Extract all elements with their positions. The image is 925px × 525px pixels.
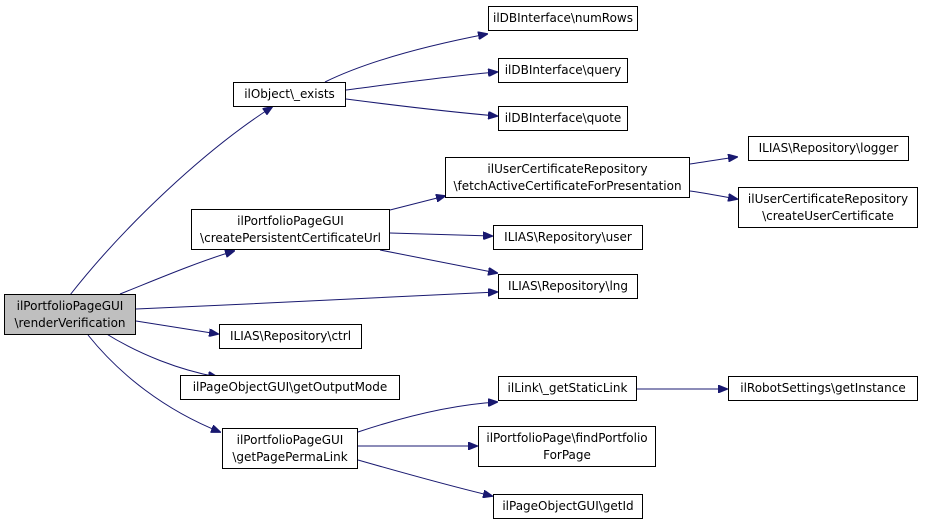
edge-createpersistent-to-fetchactive xyxy=(389,196,445,211)
node-label-line: \renderVerification xyxy=(14,315,126,330)
node-fetch-active-cert[interactable]: ilUserCertificateRepository \fetchActive… xyxy=(445,157,690,198)
node-label-line: ILIAS\Repository\lng xyxy=(507,279,629,293)
node-repo-lng[interactable]: ILIAS\Repository\lng xyxy=(498,274,638,299)
node-label-line: \getPagePermaLink xyxy=(232,449,348,464)
node-label-line: ilObject\_exists xyxy=(244,87,335,101)
node-find-portfolio-for-page[interactable]: ilPortfolioPage\findPortfolio ForPage xyxy=(478,426,656,467)
node-label-line: ilDBInterface\numRows xyxy=(492,11,633,25)
node-repo-ctrl[interactable]: ILIAS\Repository\ctrl xyxy=(219,324,362,349)
edge-createpersistent-to-lng xyxy=(379,249,497,273)
node-db-numrows[interactable]: ilDBInterface\numRows xyxy=(488,6,638,31)
edge-fetchactive-to-createusercert xyxy=(689,190,737,199)
node-label-line: ilPageObjectGUI\getOutputMode xyxy=(192,380,388,394)
edge-fetchactive-to-logger xyxy=(689,157,737,165)
edge-object-exists-to-query xyxy=(345,72,497,91)
edge-renderverification-to-outputmode xyxy=(104,332,217,377)
node-object-exists[interactable]: ilObject\_exists xyxy=(233,82,346,107)
node-label-line: ilUserCertificateRepository xyxy=(747,191,909,206)
node-label-line: ILIAS\Repository\user xyxy=(504,230,632,244)
node-create-user-cert[interactable]: ilUserCertificateRepository \createUserC… xyxy=(738,187,918,228)
edge-object-exists-to-numrows xyxy=(324,34,487,83)
node-label-line: ILIAS\Repository\logger xyxy=(758,141,899,155)
node-label-line: \fetchActiveCertificateForPresentation xyxy=(453,178,682,193)
node-label-line: ilPortfolioPage\findPortfolio xyxy=(486,430,648,445)
node-label-line: ilDBInterface\quote xyxy=(504,111,622,125)
edge-renderverification-to-object-exists xyxy=(69,107,272,296)
node-label-line: ilRobotSettings\getInstance xyxy=(740,381,906,395)
node-get-output-mode[interactable]: ilPageObjectGUI\getOutputMode xyxy=(180,375,400,400)
node-label-line: ilLink\_getStaticLink xyxy=(507,381,628,395)
node-label-line: \createUserCertificate xyxy=(762,208,894,223)
node-label-line: ilPageObjectGUI\getId xyxy=(502,499,634,513)
node-label-line: ilPortfolioPageGUI xyxy=(16,298,124,313)
node-repo-user[interactable]: ILIAS\Repository\user xyxy=(493,225,643,250)
node-label-line: ilDBInterface\query xyxy=(504,63,622,77)
edge-createpersistent-to-user xyxy=(389,233,492,236)
edge-renderverification-to-ctrl xyxy=(135,320,218,334)
node-label-line: ilPortfolioPageGUI xyxy=(236,432,344,447)
edge-permalink-to-staticlink xyxy=(357,402,497,433)
node-get-page-perma-link[interactable]: ilPortfolioPageGUI \getPagePermaLink xyxy=(222,428,358,469)
node-db-quote[interactable]: ilDBInterface\quote xyxy=(498,106,628,131)
edge-permalink-to-getid xyxy=(357,459,492,496)
node-get-id[interactable]: ilPageObjectGUI\getId xyxy=(493,494,643,519)
edge-renderverification-to-permalink xyxy=(87,334,220,432)
edge-renderverification-to-createpersistent xyxy=(119,251,234,295)
node-label-line: ILIAS\Repository\ctrl xyxy=(229,329,352,343)
node-render-verification: ilPortfolioPageGUI \renderVerification xyxy=(4,294,136,335)
node-get-static-link[interactable]: ilLink\_getStaticLink xyxy=(498,376,637,401)
node-robot-get-instance[interactable]: ilRobotSettings\getInstance xyxy=(728,376,918,401)
node-label-line: \createPersistentCertificateUrl xyxy=(200,230,381,245)
node-db-query[interactable]: ilDBInterface\query xyxy=(498,58,628,83)
edge-renderverification-to-lng xyxy=(135,292,497,310)
node-create-persistent-url[interactable]: ilPortfolioPageGUI \createPersistentCert… xyxy=(191,209,390,250)
node-label-line: ilUserCertificateRepository xyxy=(487,161,648,176)
node-label-line: ilPortfolioPageGUI xyxy=(237,213,344,228)
node-label-line: ForPage xyxy=(543,447,591,462)
node-repo-logger[interactable]: ILIAS\Repository\logger xyxy=(748,136,909,161)
edge-object-exists-to-quote xyxy=(345,98,497,116)
